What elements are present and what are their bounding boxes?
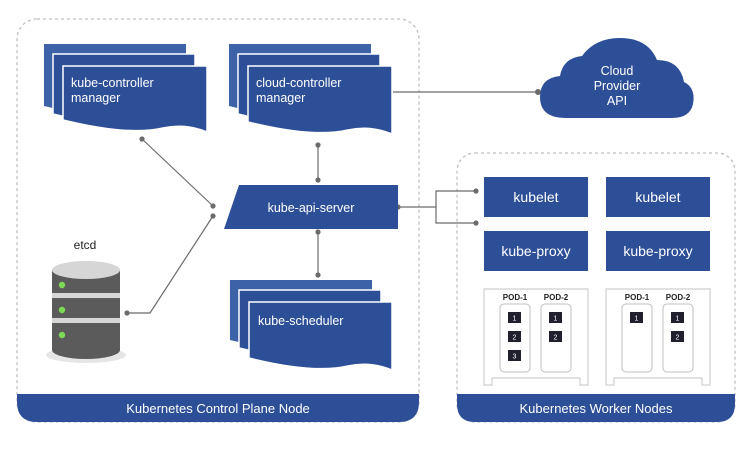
etcd-led bbox=[58, 331, 66, 339]
stack-sheet-front bbox=[62, 65, 208, 134]
container-label: 1 bbox=[676, 316, 680, 323]
etcd-top bbox=[52, 261, 120, 279]
connector-dot bbox=[124, 310, 130, 316]
connector-dot bbox=[210, 213, 216, 219]
connector-dot bbox=[315, 229, 321, 235]
kubelet-box bbox=[606, 177, 710, 217]
worker-node-1: kubelet kube-proxy POD-1 1 2 3 POD-2 1 2 bbox=[483, 177, 589, 386]
container-box bbox=[549, 331, 562, 342]
worker-footer-label: Kubernetes Worker Nodes bbox=[520, 401, 673, 416]
container-label: 2 bbox=[676, 335, 680, 342]
connector-dot bbox=[139, 136, 145, 142]
connectors bbox=[124, 89, 541, 316]
connector-dot bbox=[473, 188, 479, 194]
container-box bbox=[671, 331, 684, 342]
stack-sheet-front bbox=[247, 65, 393, 136]
connector-dot bbox=[473, 220, 479, 226]
etcd: etcd bbox=[46, 238, 126, 363]
cloud-shape bbox=[540, 38, 694, 118]
worker-footer-bar bbox=[457, 394, 735, 422]
container-box bbox=[508, 350, 521, 361]
cloud-controller-manager-label-line1: cloud-controller bbox=[256, 76, 341, 90]
connector-dot bbox=[315, 142, 321, 148]
etcd-band bbox=[52, 293, 120, 298]
kube-api-server-shape bbox=[224, 185, 398, 229]
cloud-label-line3: API bbox=[607, 94, 627, 108]
kube-scheduler: kube-scheduler bbox=[230, 280, 393, 372]
cloud-controller-manager: cloud-controller manager bbox=[229, 44, 393, 136]
cloud-label-line2: Provider bbox=[594, 79, 641, 93]
etcd-label: etcd bbox=[74, 238, 97, 252]
connector-api-kubeproxy bbox=[435, 207, 476, 224]
kube-controller-manager-label-line2: manager bbox=[71, 91, 120, 105]
etcd-database-icon bbox=[46, 261, 126, 363]
container-label: 1 bbox=[513, 316, 517, 323]
connector-api-kubelet bbox=[398, 190, 476, 208]
pod-box bbox=[621, 303, 653, 373]
container-box bbox=[508, 312, 521, 323]
connector-dot bbox=[315, 272, 321, 278]
control-plane-footer-bar bbox=[17, 394, 419, 422]
connector-kcm-api bbox=[141, 138, 214, 207]
control-plane-footer-label: Kubernetes Control Plane Node bbox=[126, 401, 310, 416]
connector-dot bbox=[315, 177, 321, 183]
kubelet-box bbox=[484, 177, 588, 217]
container-label: 2 bbox=[513, 335, 517, 342]
cloud-controller-manager-label-line2: manager bbox=[256, 91, 305, 105]
pod-label: POD-2 bbox=[666, 293, 691, 302]
kube-proxy-label: kube-proxy bbox=[501, 243, 570, 259]
etcd-bottom bbox=[52, 341, 120, 359]
cloud-label-line1: Cloud bbox=[601, 64, 634, 78]
container-label: 2 bbox=[554, 335, 558, 342]
kube-proxy-label: kube-proxy bbox=[623, 243, 692, 259]
container-label: 1 bbox=[554, 316, 558, 323]
connector-etcd-api bbox=[127, 215, 214, 314]
kube-proxy-box bbox=[484, 231, 588, 271]
container-box bbox=[630, 312, 643, 323]
kube-proxy-box bbox=[606, 231, 710, 271]
kube-api-server: kube-api-server bbox=[224, 185, 398, 229]
kubelet-label: kubelet bbox=[513, 189, 558, 205]
kubelet-label: kubelet bbox=[635, 189, 680, 205]
container-box bbox=[508, 331, 521, 342]
pod-label: POD-1 bbox=[625, 293, 650, 302]
kube-controller-manager-label-line1: kube-controller bbox=[71, 76, 154, 90]
kube-scheduler-label: kube-scheduler bbox=[258, 314, 343, 328]
container-label: 1 bbox=[635, 316, 639, 323]
worker-node-2: kubelet kube-proxy POD-1 1 POD-2 1 2 bbox=[605, 177, 711, 386]
container-box bbox=[671, 312, 684, 323]
etcd-led bbox=[58, 306, 66, 314]
cloud-provider-api: Cloud Provider API bbox=[540, 38, 694, 118]
etcd-band bbox=[52, 318, 120, 323]
kube-api-server-label: kube-api-server bbox=[268, 201, 355, 215]
container-label: 3 bbox=[513, 354, 517, 361]
pod-label: POD-1 bbox=[503, 293, 528, 302]
connector-dot bbox=[210, 203, 216, 209]
kube-controller-manager: kube-controller manager bbox=[44, 44, 208, 134]
pod-label: POD-2 bbox=[544, 293, 569, 302]
container-box bbox=[549, 312, 562, 323]
stack-sheet-front bbox=[248, 301, 393, 372]
etcd-led bbox=[58, 281, 66, 289]
connector-dot bbox=[535, 89, 541, 95]
